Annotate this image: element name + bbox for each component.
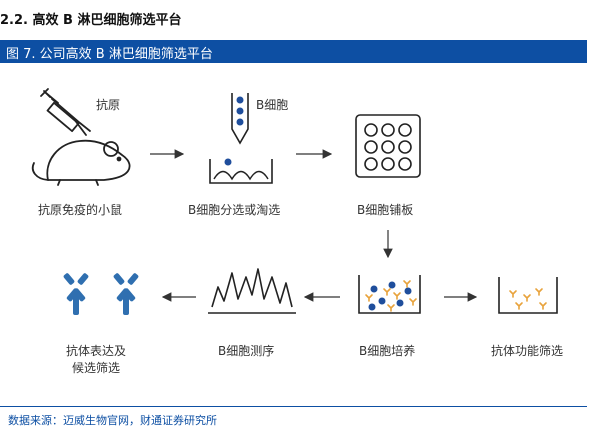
antigen-annotation: 抗原	[96, 97, 120, 112]
step-label-b-cell-culture: B细胞培养	[359, 344, 416, 358]
b-cell-annotation: B细胞	[256, 98, 288, 112]
sequencing-trace-icon	[208, 268, 296, 314]
step-label-functional-screening: 抗体功能筛选	[491, 344, 564, 358]
section-title: 2.2. 高效 B 淋巴细胞筛选平台	[0, 13, 182, 28]
sorting-dish-icon	[209, 158, 273, 184]
source-note: 数据来源：迈威生物官网，财通证券研究所	[8, 414, 217, 427]
source-divider	[0, 406, 587, 407]
syringe-icon	[40, 88, 51, 98]
step-label-b-cell-sequencing: B细胞测序	[218, 344, 275, 358]
antibody-icon	[63, 273, 139, 315]
culture-dish-icon	[358, 275, 421, 314]
screening-dish-icon	[498, 277, 558, 314]
well-plate-icon	[355, 114, 421, 178]
workflow-diagram: 抗原 B细胞	[31, 88, 558, 315]
pipette-icon	[231, 93, 249, 145]
step-label-antibody-expression-line2: 候选筛选	[72, 361, 121, 375]
step-label-antibody-expression-line1: 抗体表达及	[66, 344, 127, 358]
figure-title-bar: 图 7. 公司高效 B 淋巴细胞筛选平台	[0, 40, 587, 63]
step-label-b-cell-sorting: B细胞分选或淘选	[188, 203, 281, 217]
figure-title: 图 7. 公司高效 B 淋巴细胞筛选平台	[6, 47, 213, 62]
step-label-antibody-expression: 抗体表达及 候选筛选	[66, 343, 126, 377]
step-label-b-cell-plating: B细胞铺板	[357, 203, 414, 217]
step-label-immunized-mouse: 抗原免疫的小鼠	[38, 203, 123, 217]
mouse-icon	[31, 92, 131, 186]
